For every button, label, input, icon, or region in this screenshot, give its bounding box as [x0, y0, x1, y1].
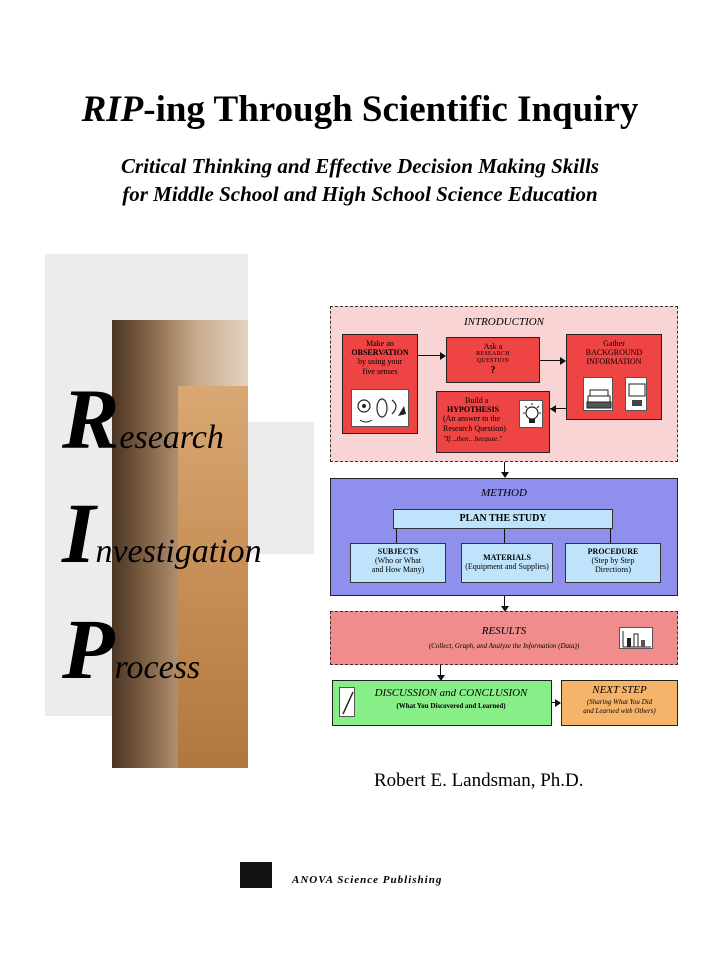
background-line2: BACKGROUND [585, 348, 643, 358]
materials-box: MATERIALS (Equipment and Supplies) [461, 543, 553, 583]
subjects-box: SUBJECTS (Who or What and How Many) [350, 543, 446, 583]
author-name: Robert E. Landsman, Ph.D. [374, 770, 584, 791]
background-line1: Gather [603, 339, 625, 348]
question-line2: RESEARCH [476, 351, 510, 358]
arrow-question-to-background [540, 360, 564, 361]
rip-process: Process [62, 601, 201, 697]
plan-study-box: PLAN THE STUDY [393, 509, 613, 529]
pencil-paper-icon [339, 687, 355, 717]
arrowhead-results-discussion [437, 675, 445, 681]
discussion-panel: DISCUSSION and CONCLUSION (What You Disc… [332, 680, 552, 726]
results-heading: RESULTS [481, 625, 527, 637]
arrow-obs-to-question [418, 355, 444, 356]
observation-line3: five senses [362, 366, 398, 376]
connector-plan-procedure [610, 529, 611, 543]
observation-line2: by using your [358, 357, 402, 367]
results-detail: (Collect, Graph, and Analyze the Informa… [428, 642, 580, 650]
question-line3: QUESTION [476, 358, 510, 365]
method-heading: METHOD [481, 487, 527, 499]
hypothesis-box: Build a HYPOTHESIS (An answer to the Res… [436, 391, 550, 453]
materials-line1: (Equipment and Supplies) [465, 561, 549, 571]
procedure-line2: Directions) [595, 564, 631, 574]
computer-icon [625, 377, 647, 411]
introduction-heading: INTRODUCTION [463, 316, 545, 328]
discussion-detail: (What You Discovered and Learned) [396, 702, 506, 710]
background-info-box: Gather BACKGROUND INFORMATION [566, 334, 662, 420]
arrow-results-to-discussion [440, 665, 441, 678]
hypothesis-line3: Research Question) [443, 423, 506, 433]
next-step-line1: (Sharing What You Did [586, 698, 653, 706]
hypothesis-line2: (An answer to the [443, 414, 501, 424]
arrowhead-intro-method [501, 472, 509, 478]
arrowhead-background-hypothesis [550, 405, 556, 413]
subjects-title: SUBJECTS [377, 547, 419, 556]
research-question-box: Ask a RESEARCH QUESTION ? [446, 337, 540, 383]
connector-plan-materials [504, 529, 505, 543]
procedure-title: PROCEDURE [587, 547, 639, 556]
subjects-line2: and How Many) [371, 564, 425, 574]
hypothesis-note: "If…then…because." [443, 434, 502, 443]
rip-research: Research [62, 371, 224, 467]
results-panel: RESULTS (Collect, Graph, and Analyze the… [330, 611, 678, 665]
book-title: RIP-ing Through Scientific Inquiry [81, 89, 639, 130]
discussion-heading: DISCUSSION and CONCLUSION [374, 687, 528, 699]
lightbulb-head-icon [519, 400, 543, 428]
next-step-panel: NEXT STEP (Sharing What You Did and Lear… [561, 680, 678, 726]
connector-plan-subjects [396, 529, 397, 543]
procedure-line1: (Step by Step [591, 555, 635, 565]
rip-investigation: Investigation [62, 485, 262, 581]
materials-title: MATERIALS [483, 553, 531, 562]
subjects-line1: (Who or What [374, 555, 422, 565]
next-step-line2: and Learned with Others) [583, 707, 656, 715]
arrow-intro-to-method [504, 462, 505, 476]
books-icon [583, 377, 613, 411]
arrowhead-method-results [501, 606, 509, 612]
observation-line1: Make an [366, 339, 394, 348]
observation-box: Make an OBSERVATION by using your five s… [342, 334, 418, 434]
question-line1: Ask a [483, 342, 503, 351]
arrowhead-question-background [560, 357, 566, 365]
arrowhead-obs-question [440, 352, 446, 360]
subtitle-line-2: for Middle School and High School Scienc… [122, 182, 598, 206]
decor-copper-block [178, 386, 248, 768]
procedure-box: PROCEDURE (Step by Step Directions) [565, 543, 661, 583]
publisher-name: ANOVA Science Publishing [292, 874, 443, 886]
bar-graph-icon [619, 627, 653, 649]
next-step-heading: NEXT STEP [592, 684, 647, 696]
publisher-logo-icon [240, 862, 272, 888]
arrow-method-to-results [504, 596, 505, 609]
hypothesis-bold: HYPOTHESIS [447, 405, 500, 415]
question-mark: ? [490, 364, 496, 376]
decor-gray-small-block [248, 422, 314, 554]
observation-bold: OBSERVATION [351, 348, 409, 358]
subtitle-line-1: Critical Thinking and Effective Decision… [121, 154, 599, 178]
senses-illustration-icon [351, 389, 409, 427]
arrowhead-discussion-next [555, 699, 561, 707]
hypothesis-line1: Build a [465, 396, 489, 405]
arrow-background-to-hypothesis [550, 408, 566, 409]
background-line3: INFORMATION [586, 357, 642, 367]
